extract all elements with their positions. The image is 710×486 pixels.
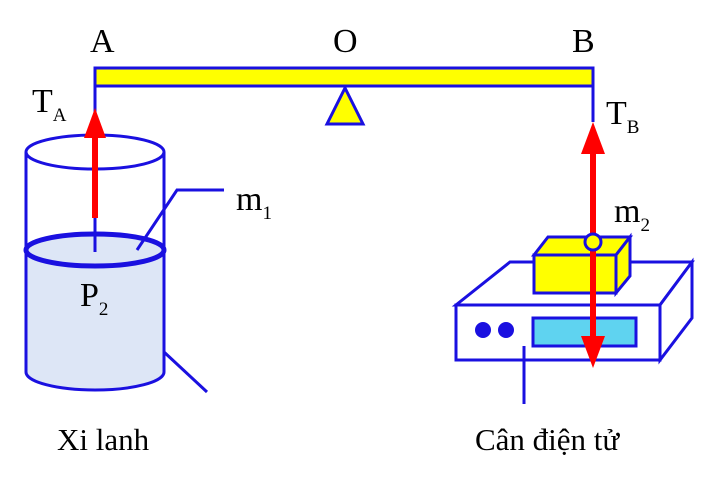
block-top (530, 235, 634, 257)
block-front (532, 253, 618, 295)
point-a-label: A (90, 23, 115, 60)
weight-block (530, 232, 634, 298)
scale-button-1 (475, 322, 491, 338)
liquid-body (26, 250, 164, 390)
pressure-p2-label: P2 (80, 277, 108, 320)
cylinder-leg-line (162, 350, 209, 394)
scale-caption: Cân điện tử (475, 422, 620, 457)
connection-dot (583, 232, 603, 252)
point-o-label: O (333, 23, 358, 60)
cylinder-caption: Xi lanh (57, 422, 150, 457)
m1-pointer-line (135, 188, 224, 251)
weight-arrow (581, 246, 605, 368)
mass-m2-label: m2 (614, 193, 650, 236)
tension-a-label: TA (32, 83, 67, 126)
lever-bar (93, 66, 595, 88)
mass-m1-label: m1 (236, 181, 272, 224)
scale-button-2 (498, 322, 514, 338)
point-b-label: B (572, 23, 595, 60)
tension-a-arrow (84, 108, 106, 218)
fulcrum-triangle (324, 84, 366, 126)
tension-b-arrow (581, 122, 605, 242)
cylinder-bottom (24, 371, 166, 392)
cylinder (23, 133, 224, 394)
tension-b-label: TB (606, 95, 639, 138)
